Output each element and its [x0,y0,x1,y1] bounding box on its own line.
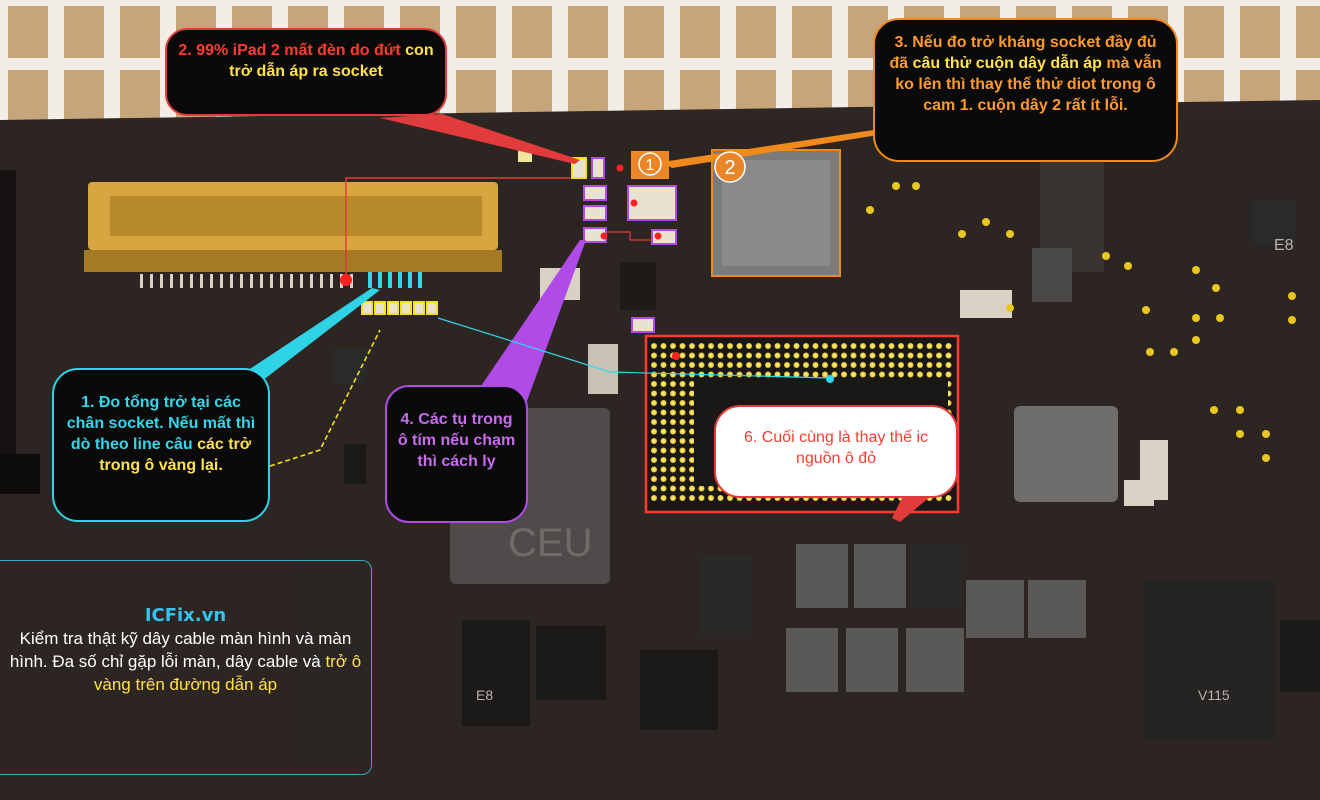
callout-3-text-c: mà vẫn ko lên thì thay thế thử diot tron… [895,55,1162,114]
info-text-b: trở ô vàng trên đường dẫn áp [93,652,362,694]
callout-1-text-a: 1. Đo tổng trở tại các chân socket. Nếu … [66,394,256,453]
callout-step-6: 6. Cuối cùng là thay thế ic nguồn ô đỏ [714,405,958,498]
callout-step-4: 4. Các tụ trong ô tím nếu chạm thì cách … [385,385,528,523]
callout-4-text-b: nếu chạm thì cách ly [417,432,516,470]
gold-pads [866,182,1296,462]
callout-1-text-b: các trở trong ô vàng lại. [99,436,252,474]
callout-step-1: 1. Đo tổng trở tại các chân socket. Nếu … [52,368,270,522]
yellow-resistor-row [361,301,438,315]
marker-2: 2 [714,151,746,183]
callout-3-text-b: câu thử cuộn dây dẫn áp [912,55,1102,72]
info-panel: ICFix.vn Kiểm tra thật kỹ dây cable màn … [0,560,372,775]
marker-1: 1 [638,152,662,176]
svg-text:1: 1 [646,157,655,174]
callout-step-2: 2. 99% iPad 2 mất đèn do đứt con trở dẫn… [165,28,447,116]
callout-4-text-a: 4. Các tụ trong ô tím [397,411,513,449]
svg-text:CEU: CEU [508,521,592,565]
callout-6-text: 6. Cuối cùng là thay thế ic nguồn ô đỏ [743,429,929,467]
svg-text:E8: E8 [1274,237,1294,254]
chip-markings: E8 E8 CEU V115 [476,237,1294,703]
callout-step-3: 3. Nếu đo trở kháng socket đầy đủ đã câu… [873,18,1178,162]
info-text-a: Kiểm tra thật kỹ dây cable màn hình và m… [9,629,352,671]
callout-2-text-c: con trở dẫn áp ra socket [229,42,434,80]
red-trace-line [345,177,570,280]
callout-2-text-b: đứt [374,42,401,59]
red-dot [340,274,352,286]
brand-label: ICFix.vn [144,605,227,626]
svg-text:E8: E8 [476,687,493,703]
callout-3-text-a: 3. Nếu đo trở kháng socket đầy đủ đã [889,34,1157,72]
top-components [518,149,841,333]
svg-text:2: 2 [724,157,735,179]
callout-2-text-a: 2. 99% iPad 2 mất đèn do [178,42,370,59]
svg-text:V115: V115 [1198,687,1230,703]
info-text: Kiểm tra thật kỹ dây cable màn hình và m… [0,627,371,696]
